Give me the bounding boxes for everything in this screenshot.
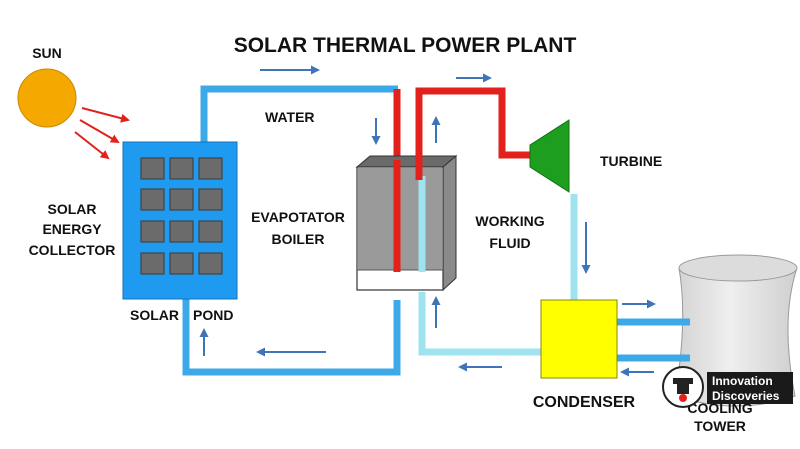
tower-label: TOWER xyxy=(694,418,746,434)
flow-arrows xyxy=(199,65,656,377)
page-title: SOLAR THERMAL POWER PLANT xyxy=(234,34,577,57)
water-label: WATER xyxy=(265,109,315,125)
solar-collector-cells xyxy=(140,157,223,275)
watermark-gear-dot xyxy=(679,394,687,402)
watermark-line1: Innovation xyxy=(712,374,773,388)
watermark-text-bg xyxy=(707,372,793,404)
boiler-label: BOILER xyxy=(272,231,325,247)
sun-label: SUN xyxy=(32,45,62,61)
condenser-label: CONDENSER xyxy=(533,394,636,411)
collector-label: COLLECTOR xyxy=(29,242,116,258)
sun-rays xyxy=(74,107,130,160)
pond-solar-label: SOLAR xyxy=(130,307,179,323)
cooling-tower-top xyxy=(678,254,798,282)
evaporator-boiler xyxy=(355,154,458,292)
sun-icon xyxy=(17,68,77,128)
turbine-icon xyxy=(529,119,570,193)
fluid-label: FLUID xyxy=(489,235,530,251)
watermark-gear-icon xyxy=(673,378,693,394)
solar-label: SOLAR xyxy=(48,201,97,217)
water-pipe-bottom xyxy=(182,299,401,376)
turbine-label: TURBINE xyxy=(600,153,662,169)
working-label: WORKING xyxy=(475,213,544,229)
condenser-box xyxy=(540,299,618,379)
pond-label: POND xyxy=(193,307,233,323)
evaporator-label: EVAPOTATOR xyxy=(251,209,345,225)
watermark-line2: Discoveries xyxy=(712,389,780,403)
energy-label: ENERGY xyxy=(42,221,102,237)
fluid-pipe-condenser-evaporator xyxy=(418,292,541,356)
water-pipe-top xyxy=(200,85,398,143)
watermark-badge: Innovation Discoveries xyxy=(662,366,793,408)
